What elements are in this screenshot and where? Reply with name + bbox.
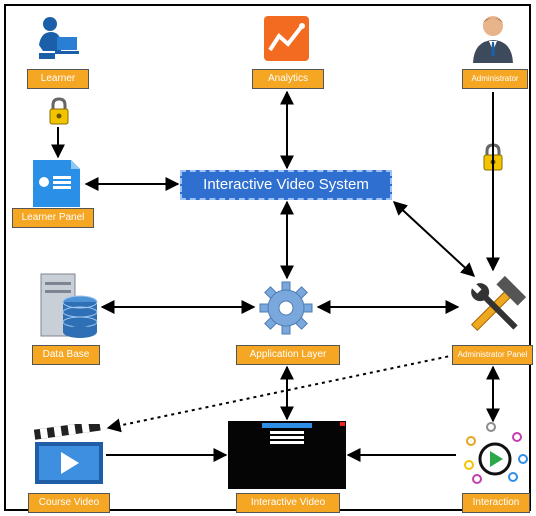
label-interactive-video: Interactive Video [236,493,340,513]
tools-icon [470,275,527,332]
lock-icon [49,97,69,125]
arrow-adminpanel-course-dotted [106,354,456,433]
label-administrator-panel: Administrator Panel [452,345,533,365]
label-application-layer: Application Layer [236,345,340,365]
play-interaction-icon [464,422,528,484]
label-analytics: Analytics [252,69,324,89]
analytics-icon [264,16,309,61]
learner-panel-icon [33,160,80,207]
learner-icon [39,17,79,59]
clapperboard-icon [33,424,103,484]
gear-icon [259,281,313,335]
label-administrator: Administrator [462,69,528,89]
database-icon [40,273,98,338]
label-learner-panel: Learner Panel [12,208,94,228]
video-screen-icon [228,421,346,489]
administrator-icon [473,16,513,63]
label-data-base: Data Base [32,345,100,365]
label-course-video: Course Video [28,493,110,513]
interactive-video-system-box: Interactive Video System [180,170,392,200]
label-learner: Learner [27,69,89,89]
label-interaction: Interaction [462,493,530,513]
arrow-system-adminpanel [392,201,476,277]
